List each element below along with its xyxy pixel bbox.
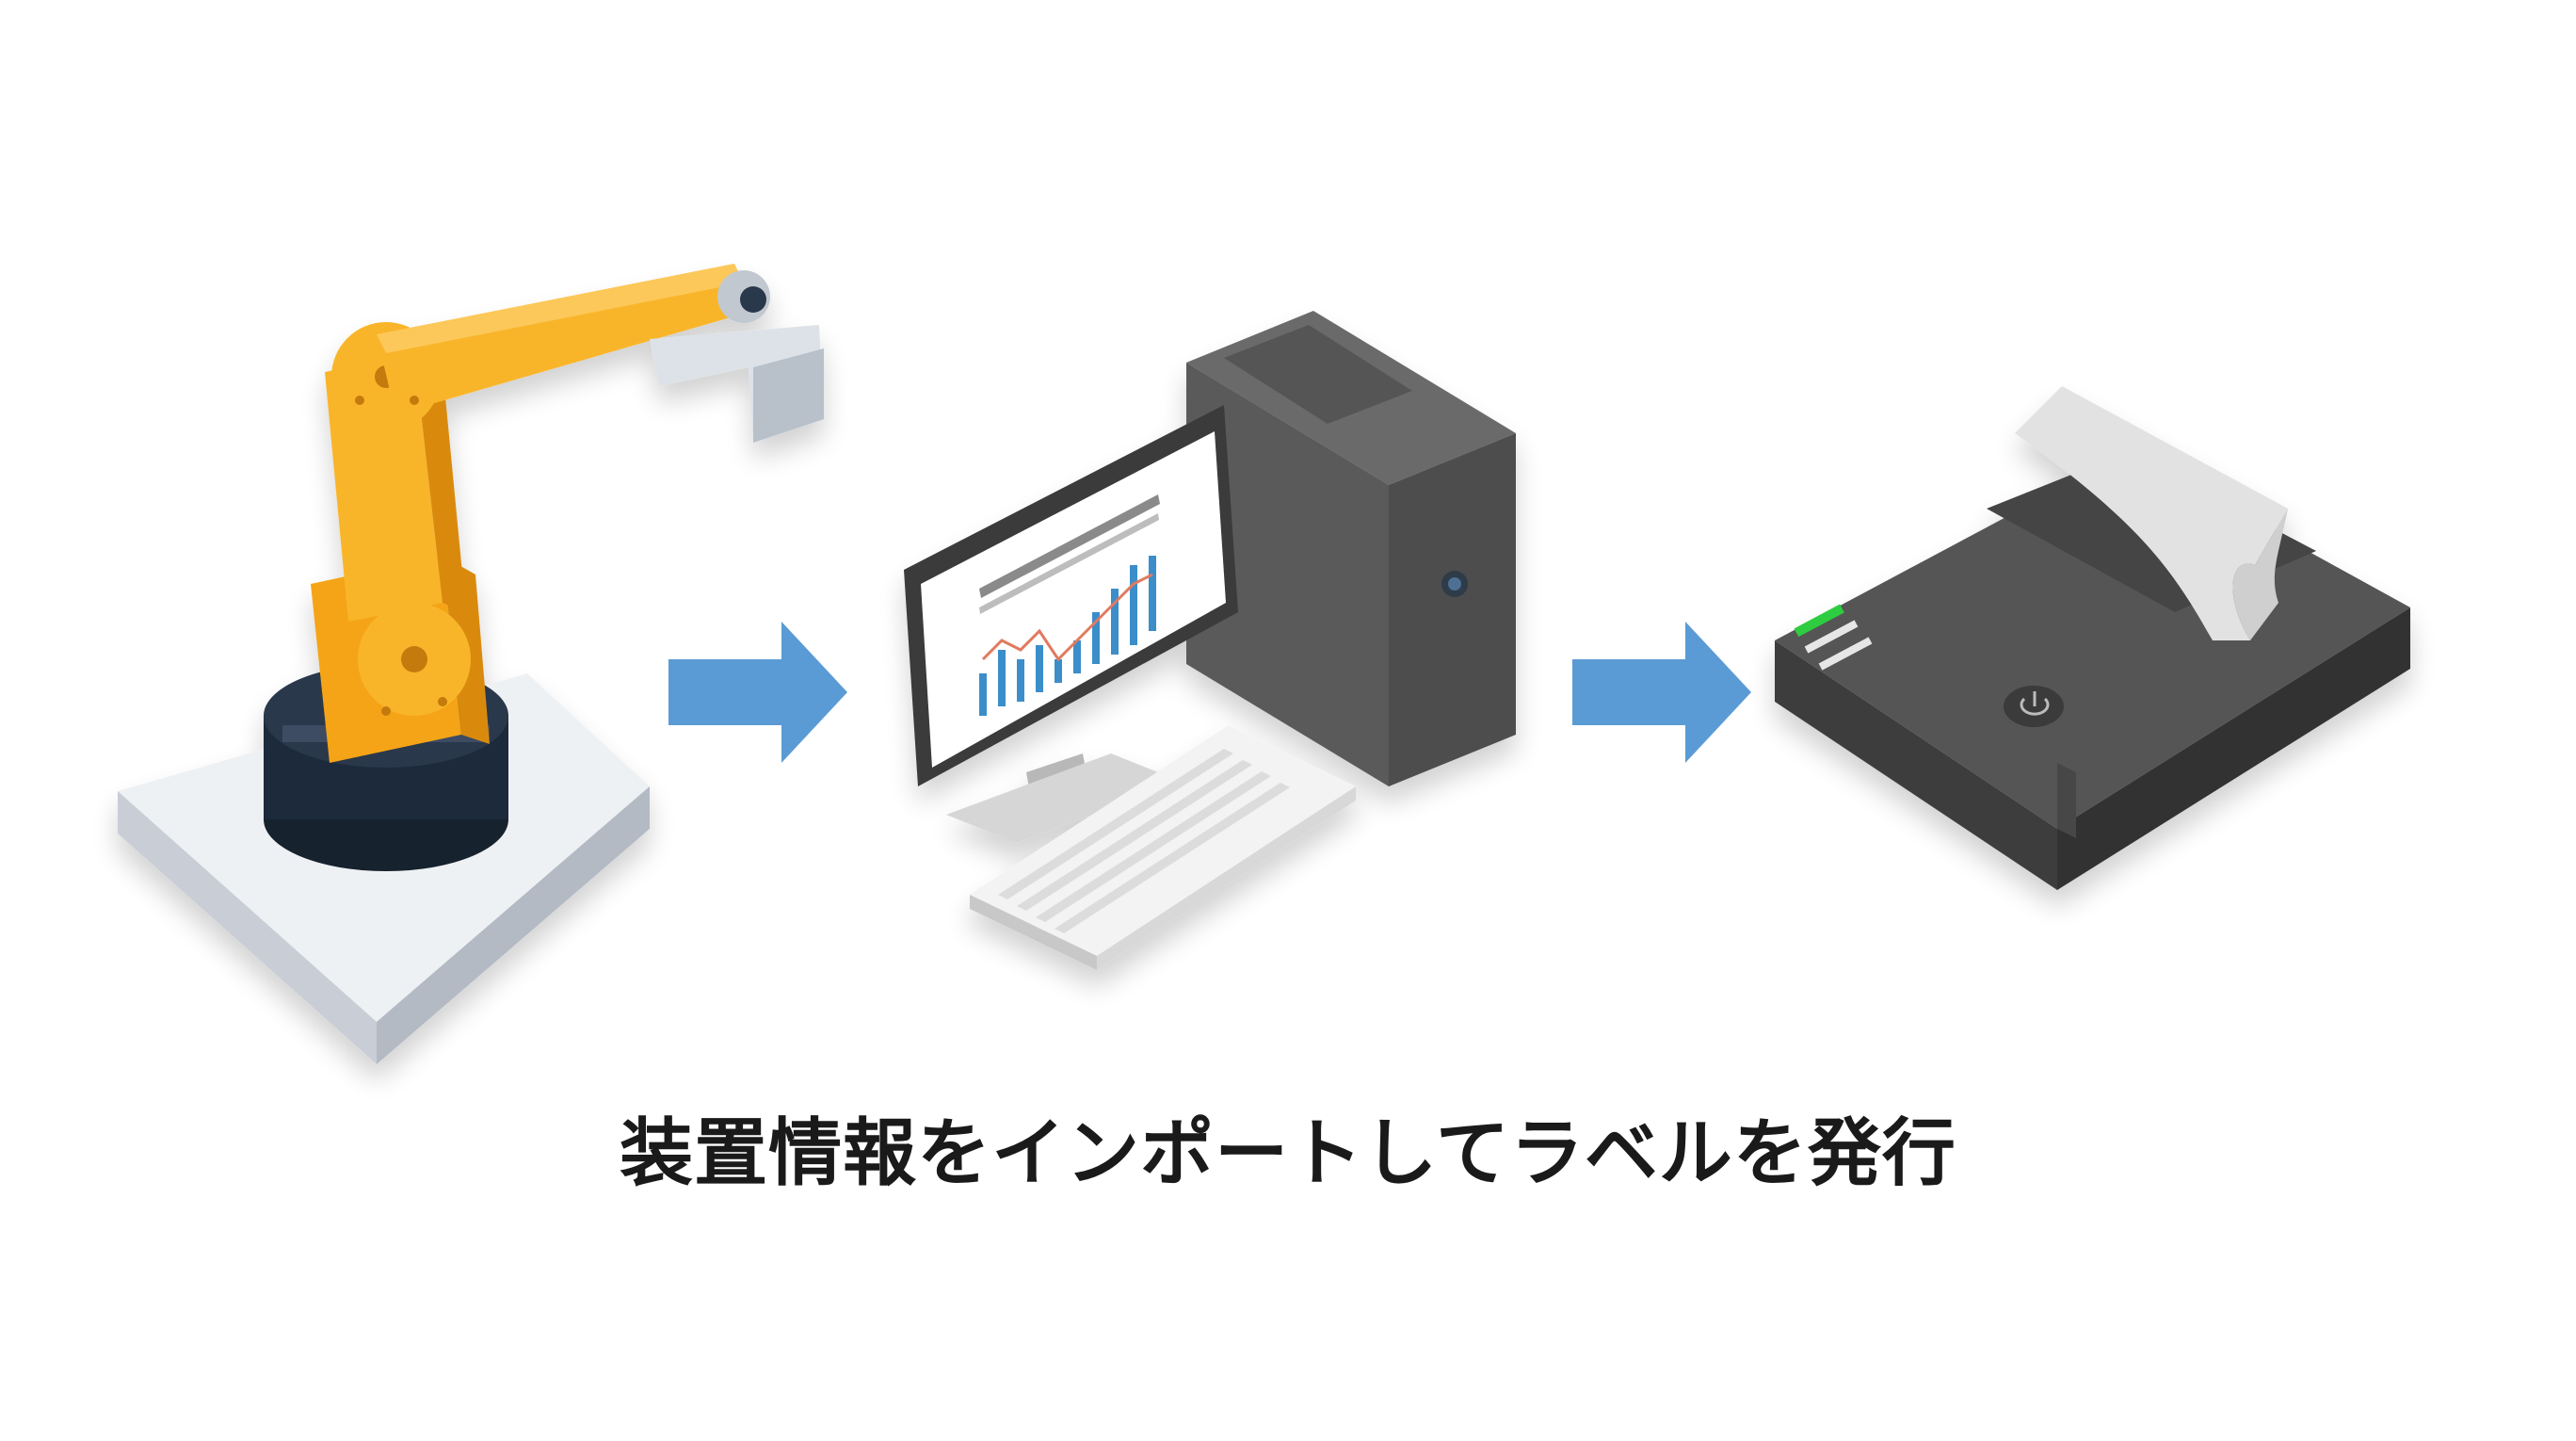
desktop-computer-icon [904,311,1516,970]
flow-arrow-2 [1572,622,1751,763]
status-led [1818,637,1873,671]
status-led [1804,620,1859,654]
status-led-green [1794,604,1844,638]
power-icon [2004,686,2064,727]
label-printer-icon [1775,386,2410,890]
chart-thumbnail [979,494,1160,716]
industrial-robot-arm-icon [118,264,824,1064]
diagram-caption: 装置情報をインポートしてラベルを発行 [620,1111,1956,1196]
flow-arrow-1 [668,622,847,763]
